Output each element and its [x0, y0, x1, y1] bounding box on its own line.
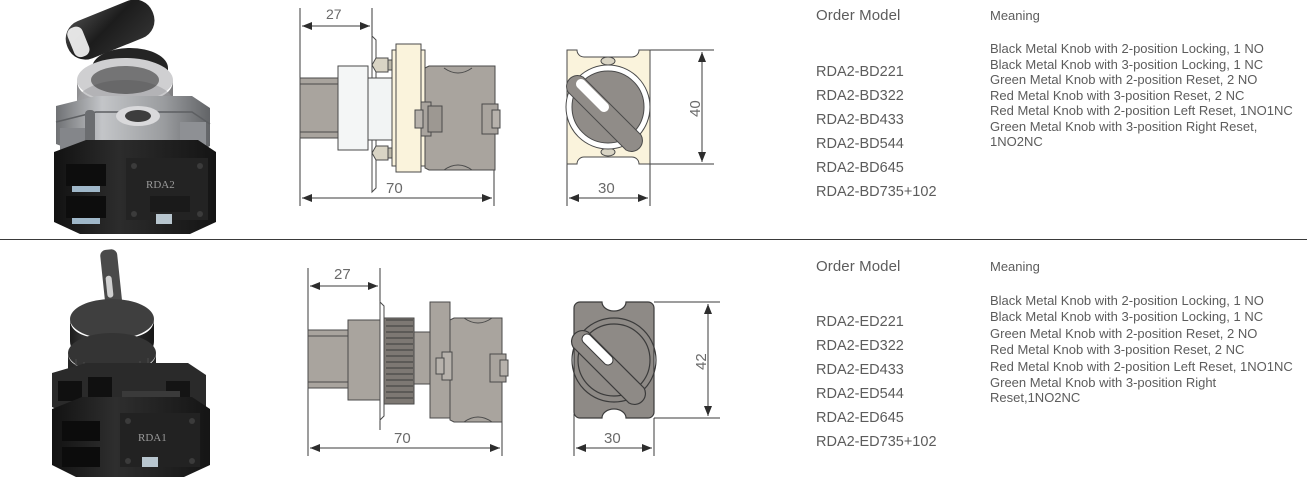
order-model-item: RDA2-ED645	[816, 410, 904, 426]
order-model-item: RDA2-ED322	[816, 338, 904, 354]
order-model-item: RDA2-BD221	[816, 64, 904, 80]
meaning-item: Black Metal Knob with 3-position Locking…	[990, 309, 1264, 325]
product-section-metal-bezel: RDA2	[0, 0, 1307, 238]
side-view-drawing-plastic: 27 70	[272, 240, 540, 478]
dimension-label-width: 30	[604, 430, 621, 447]
spec-table-plastic: Order Model Meaning RDA2-ED221 RDA2-ED32…	[810, 240, 1307, 478]
dimension-label-depth-total: 70	[394, 430, 411, 447]
order-model-item: RDA2-BD544	[816, 136, 904, 152]
column-header-meaning: Meaning	[990, 8, 1040, 23]
meaning-item: Black Metal Knob with 2-position Locking…	[990, 293, 1264, 308]
metal-bezel-switch-illustration: RDA2	[54, 0, 216, 234]
meaning-item: Green Metal Knob with 3-position Right R…	[990, 375, 1217, 406]
column-header-meaning: Meaning	[990, 259, 1040, 274]
order-model-list: RDA2-ED221 RDA2-ED322 RDA2-ED433 RDA2-ED…	[816, 310, 986, 454]
section-divider	[0, 239, 1307, 240]
meaning-item: Black Metal Knob with 2-position Locking…	[990, 41, 1264, 56]
side-view-drawing-metal: 27 70	[272, 0, 540, 238]
order-model-item: RDA2-ED544	[816, 386, 904, 402]
meaning-list: Black Metal Knob with 2-position Locking…	[990, 41, 1302, 150]
product-photo-plastic-bezel: RDA1	[30, 240, 270, 478]
meaning-item: Red Metal Knob with 3-position Reset, 2 …	[990, 87, 1245, 103]
column-header-order-model: Order Model	[816, 258, 901, 275]
meaning-item: Red Metal Knob with 3-position Reset, 2 …	[990, 342, 1245, 358]
meaning-item: Red Metal Knob with 2-position Left Rese…	[990, 358, 1293, 374]
order-model-item: RDA2-BD433	[816, 112, 904, 128]
meaning-item: Green Metal Knob with 2-position Reset, …	[990, 325, 1258, 341]
column-header-order-model: Order Model	[816, 7, 901, 24]
spec-table-metal: Order Model Meaning RDA2-BD221 RDA2-BD32…	[810, 0, 1307, 238]
dimension-label-width: 30	[598, 180, 615, 197]
order-model-item: RDA2-ED221	[816, 314, 904, 330]
meaning-item: Green Metal Knob with 3-position Right R…	[990, 118, 1258, 149]
order-model-item: RDA2-BD322	[816, 88, 904, 104]
dimension-label-height: 40	[687, 100, 704, 117]
photo-brand-mark: RDA1	[138, 432, 167, 444]
order-model-item: RDA2-ED433	[816, 362, 904, 378]
dimension-label-height: 42	[693, 353, 710, 370]
order-model-list: RDA2-BD221 RDA2-BD322 RDA2-BD433 RDA2-BD…	[816, 60, 986, 204]
meaning-list: Black Metal Knob with 2-position Locking…	[990, 293, 1302, 407]
dimension-label-depth-total: 70	[386, 180, 403, 197]
front-view-drawing-plastic: 42 30	[542, 240, 800, 478]
order-model-item: RDA2-ED735+102	[816, 434, 937, 450]
meaning-item: Green Metal Knob with 2-position Reset, …	[990, 72, 1258, 88]
product-section-plastic-bezel: RDA1	[0, 240, 1307, 478]
dimension-label-depth-front: 27	[334, 266, 351, 283]
photo-brand-mark: RDA2	[146, 179, 175, 191]
plastic-bezel-switch-illustration: RDA1	[52, 249, 210, 477]
meaning-item: Red Metal Knob with 2-position Left Rese…	[990, 103, 1293, 119]
front-view-drawing-metal: 40 30	[542, 0, 800, 238]
product-photo-metal-bezel: RDA2	[30, 0, 270, 238]
order-model-item: RDA2-BD735+102	[816, 184, 937, 200]
meaning-item: Black Metal Knob with 3-position Locking…	[990, 56, 1264, 72]
order-model-item: RDA2-BD645	[816, 160, 904, 176]
dimension-label-depth-front: 27	[326, 6, 342, 22]
